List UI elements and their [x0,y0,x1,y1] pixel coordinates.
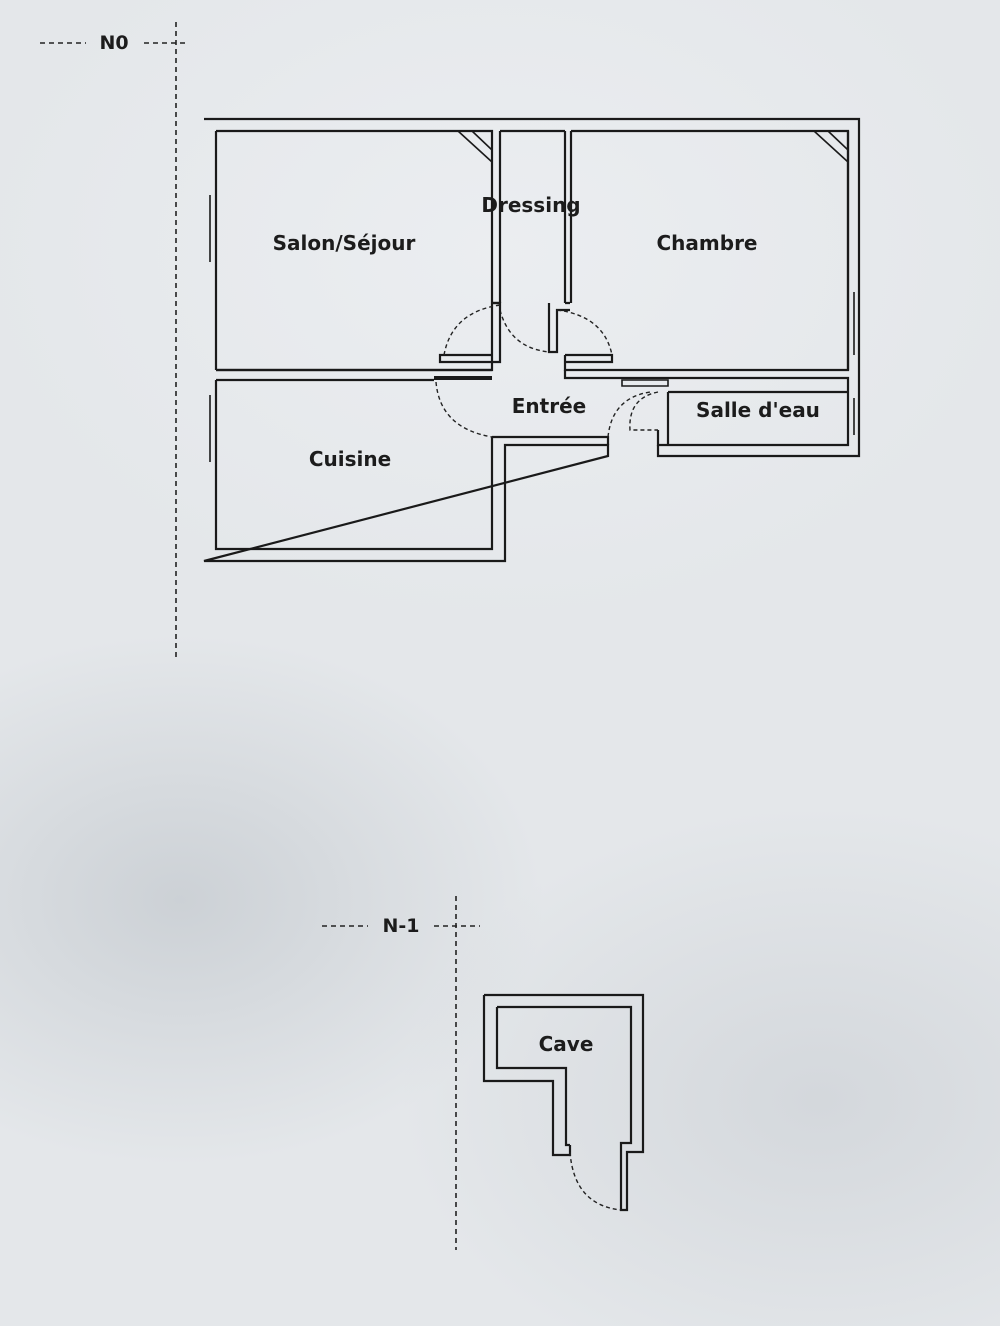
chambre-door-frame [565,353,614,364]
level-n1-plan: N-1 Cave [322,896,645,1250]
room-label-chambre: Chambre [657,231,758,255]
level-n0-label: N0 [99,32,128,54]
room-label-salon: Salon/Séjour [273,231,416,255]
salon-cuisine-partition [216,368,492,382]
room-label-cave: Cave [539,1032,594,1056]
chambre-corner-chimney [813,130,849,163]
cave-inner-wall [495,1005,633,1152]
salle-eau-door-frame [621,379,669,387]
chambre-door-swing [556,309,613,356]
room-label-entree: Entrée [512,394,586,418]
cave-door-swing [569,1151,622,1211]
salle-eau-door-swing [629,391,659,431]
salon-door-swing [443,304,501,356]
level-n0-plan: N0 [40,22,861,660]
room-label-dressing: Dressing [481,193,580,217]
n0-outer-wall-outline [203,117,861,563]
room-label-salle-eau: Salle d'eau [696,398,820,422]
level-n1-label: N-1 [382,915,419,937]
cave-outer-wall [482,993,645,1212]
dressing-room-walls [498,129,567,303]
salle-eau-room-walls [656,376,850,447]
salon-door-frame [438,301,502,364]
salon-corner-chimney [457,130,493,163]
dressing-door-swing [499,309,550,353]
room-label-cuisine: Cuisine [309,447,391,471]
chambre-room-walls [563,129,850,372]
cuisine-door-swing [435,381,493,438]
